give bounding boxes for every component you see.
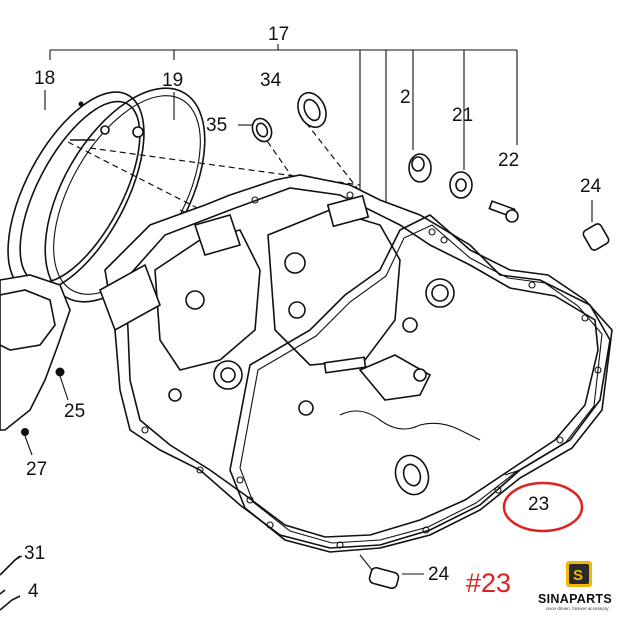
label-34: 34 (260, 70, 282, 91)
part-23-gasket (229, 214, 613, 553)
highlight-part-number: #23 (466, 568, 511, 598)
label-31: 31 (24, 543, 45, 564)
label-35: 35 (206, 115, 227, 136)
label-19: 19 (162, 70, 183, 91)
handwriting-scribble (339, 410, 481, 441)
label-22: 22 (498, 150, 519, 171)
label-21: 21 (452, 105, 473, 126)
part-34-oil-seal (297, 91, 327, 129)
brand-name: SINAPARTS (538, 592, 612, 606)
partial-parts-bottom-left (0, 555, 23, 611)
label-24-top: 24 (580, 176, 602, 197)
part-24-dowel-bottom (359, 554, 424, 590)
label-24-bottom: 24 (428, 564, 450, 585)
part-number-labels: 17 18 19 34 35 2 21 22 24 25 27 31 4 24 … (24, 24, 602, 602)
highlight-callout: #23 (466, 481, 584, 598)
label-27: 27 (26, 459, 47, 480)
label-4: 4 (28, 581, 39, 602)
brand-logo: S SINAPARTS once driven. forever accesso… (538, 561, 612, 611)
label-18: 18 (34, 68, 55, 89)
part-2-grommet (408, 153, 432, 183)
highlight-circle (502, 481, 584, 533)
partial-engine-left (0, 274, 71, 456)
svg-text:S: S (573, 567, 583, 584)
part-24-dowel-top (582, 200, 610, 251)
brand-tagline: once driven. forever accessory (546, 606, 609, 611)
part-21-washer (449, 171, 473, 199)
leader-lines-17 (49, 44, 518, 225)
label-23: 23 (528, 494, 549, 515)
part-22-screw (488, 200, 519, 223)
label-25: 25 (64, 401, 85, 422)
crankcase-cover-body (99, 174, 611, 549)
part-35-seal (238, 117, 273, 143)
label-2: 2 (400, 87, 411, 108)
label-17: 17 (268, 24, 289, 45)
bearing (298, 400, 430, 496)
